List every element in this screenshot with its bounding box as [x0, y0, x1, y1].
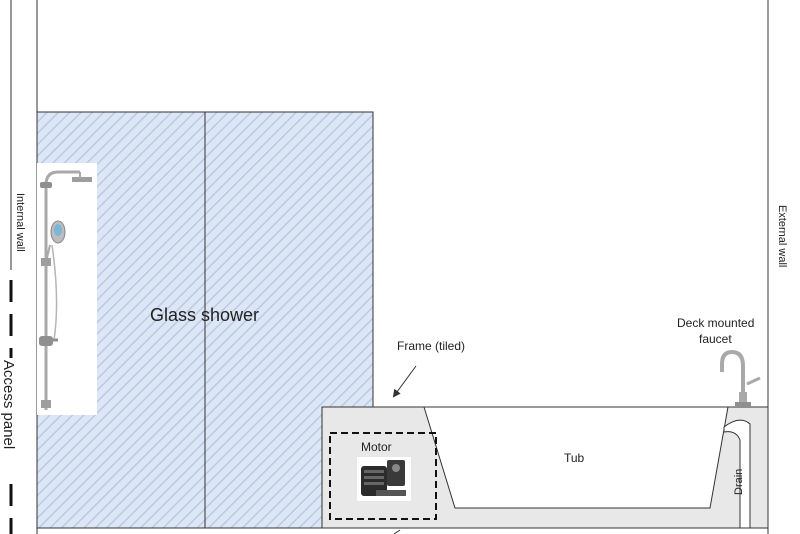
frame-label: Frame (tiled)	[397, 339, 465, 353]
arrow-icon	[392, 365, 417, 398]
internal-wall-label: Internal wall	[14, 193, 26, 252]
drain-label: Drain	[733, 469, 745, 495]
access-panel-label-bg	[2, 358, 20, 472]
pump-motor-icon	[357, 457, 411, 501]
deck-faucet-icon	[720, 349, 761, 407]
frame-bottom-tick	[393, 529, 401, 534]
drain-channel	[723, 419, 751, 529]
tub-label: Tub	[564, 451, 585, 465]
motor-label: Motor	[361, 440, 392, 454]
tub-shape	[423, 406, 729, 509]
glass-shower-label: Glass shower	[150, 305, 259, 325]
faucet-label-line2: faucet	[699, 332, 732, 346]
rain-shower-set-icon	[37, 163, 97, 415]
motor-box	[329, 432, 437, 520]
access-panel-label: Access panel	[0, 360, 17, 449]
external-wall-label: External wall	[776, 205, 788, 267]
faucet-label-line1: Deck mounted	[677, 316, 754, 330]
